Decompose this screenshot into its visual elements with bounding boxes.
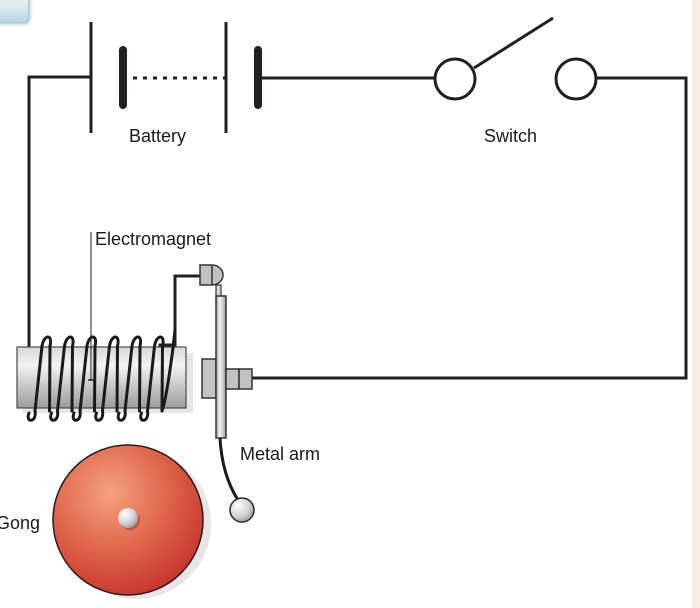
switch [433,16,598,101]
pivot-block-2 [238,368,253,390]
battery-label: Battery [129,126,186,146]
coil-turn [116,335,143,422]
electromagnet-label: Electromagnet [95,229,211,249]
wires [27,75,688,380]
metal-arm [199,264,255,523]
switch-label: Switch [484,126,537,146]
arm-neck [215,284,222,298]
armature-plate [201,358,217,399]
side-panel-edge [692,0,700,608]
coil-turn [94,335,120,422]
battery [89,22,262,133]
hammer-ball [229,497,255,523]
coil-turn [71,335,98,422]
armature-bar [215,295,227,439]
switch-terminal-left [433,57,477,101]
electromagnet-core [16,346,187,409]
corner-button[interactable] [0,0,28,22]
wire-right [250,76,688,380]
switch-lever [473,16,554,70]
electromagnet-coil [26,328,177,422]
wire-left [27,75,93,349]
coil-lead [160,328,177,413]
switch-terminal-right [554,57,598,101]
gong-label: Gong [0,513,40,533]
coil-turn [26,335,53,422]
wire-coil-to-contact [158,274,202,347]
gong [52,444,211,599]
metal-arm-label: Metal arm [240,444,320,464]
gong-knob [118,508,138,528]
pivot-block-1 [225,368,240,390]
coil-turn [49,335,75,422]
hammer-rod [218,437,240,501]
electromagnet [16,232,193,422]
coil-turn [139,335,165,422]
